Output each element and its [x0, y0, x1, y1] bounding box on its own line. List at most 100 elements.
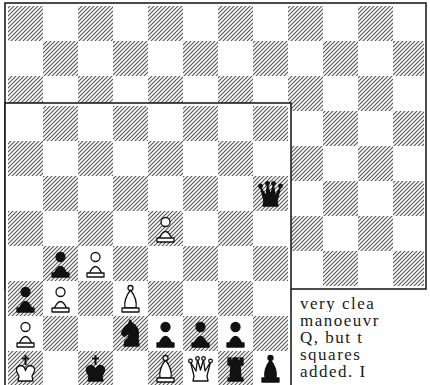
dark-square	[78, 211, 113, 246]
piece-part	[228, 358, 243, 381]
text-line: Q, but t	[300, 329, 380, 346]
light-square	[148, 176, 183, 211]
dark-square	[148, 211, 183, 246]
dark-square	[323, 251, 358, 286]
piece-part	[163, 356, 168, 361]
dark-square	[253, 246, 288, 281]
piece-part	[196, 357, 200, 361]
light-square	[218, 246, 253, 281]
light-square	[78, 316, 113, 351]
dark-square	[113, 106, 148, 141]
black-bishop	[262, 356, 279, 383]
black-pawn	[17, 288, 34, 313]
light-square	[218, 41, 253, 76]
dark-square	[113, 41, 148, 76]
dark-square	[288, 146, 323, 181]
light-square	[43, 6, 78, 41]
light-square	[8, 41, 43, 76]
piece-part	[128, 286, 133, 291]
dark-square	[288, 216, 323, 251]
white-pawn	[52, 288, 69, 313]
dark-square	[358, 216, 393, 251]
dark-square	[358, 76, 393, 111]
light-square	[358, 251, 393, 286]
black-queen	[259, 182, 283, 206]
dark-square	[8, 211, 43, 246]
piece-part	[266, 182, 270, 186]
light-square	[218, 316, 253, 351]
light-square	[78, 246, 113, 281]
dark-square	[358, 146, 393, 181]
dark-square	[78, 351, 113, 385]
light-square	[358, 111, 393, 146]
dark-square	[43, 176, 78, 211]
piece-part	[161, 218, 170, 227]
piece-part	[21, 323, 30, 332]
piece-part	[202, 357, 206, 361]
text-line: squares	[300, 346, 380, 363]
dark-square	[113, 316, 148, 351]
dark-square	[218, 211, 253, 246]
black-knight	[122, 320, 140, 346]
black-rook	[228, 358, 243, 381]
light-square	[43, 281, 78, 316]
piece-part	[191, 360, 211, 382]
white-pawn	[87, 253, 104, 278]
light-square	[148, 41, 183, 76]
piece-part	[87, 273, 104, 277]
dark-square	[43, 316, 78, 351]
dark-square	[393, 41, 424, 76]
dark-square	[253, 176, 288, 211]
light-square	[183, 211, 218, 246]
light-square	[113, 141, 148, 176]
light-square	[78, 176, 113, 211]
dark-square	[8, 281, 43, 316]
page-ground	[292, 291, 430, 385]
light-square	[253, 6, 288, 41]
black-pawn	[192, 323, 209, 348]
piece-part	[91, 253, 100, 262]
piece-part	[189, 359, 193, 363]
text-line: very clea	[300, 295, 380, 312]
dark-square	[148, 351, 183, 385]
light-square	[323, 6, 358, 41]
black-king	[86, 355, 104, 381]
dark-square	[8, 6, 43, 41]
light-square	[183, 6, 218, 41]
dark-square	[183, 246, 218, 281]
light-square	[78, 106, 113, 141]
piece-part	[227, 343, 244, 347]
light-square	[253, 351, 288, 385]
dark-square	[218, 351, 253, 385]
dark-square	[218, 6, 253, 41]
piece-part	[22, 355, 29, 365]
dark-square	[148, 281, 183, 316]
dark-square	[218, 141, 253, 176]
white-pawn	[17, 323, 34, 348]
light-square	[43, 351, 78, 385]
piece-part	[231, 323, 240, 332]
piece-part	[259, 184, 263, 188]
dark-square	[253, 41, 288, 76]
light-square	[113, 351, 148, 385]
dark-square	[218, 281, 253, 316]
lower-board	[5, 103, 291, 385]
piece-part	[279, 184, 283, 188]
dark-square	[183, 176, 218, 211]
dark-square	[8, 351, 43, 385]
dark-square	[288, 6, 323, 41]
dark-square	[323, 181, 358, 216]
dark-square	[43, 41, 78, 76]
dark-square	[183, 316, 218, 351]
light-square	[43, 141, 78, 176]
piece-part	[157, 343, 174, 347]
white-queen	[189, 357, 213, 381]
light-square	[43, 211, 78, 246]
piece-part	[272, 182, 276, 186]
light-square	[8, 316, 43, 351]
light-square	[113, 6, 148, 41]
light-square	[323, 216, 358, 251]
piece-part	[261, 185, 281, 207]
piece-part	[268, 356, 273, 361]
